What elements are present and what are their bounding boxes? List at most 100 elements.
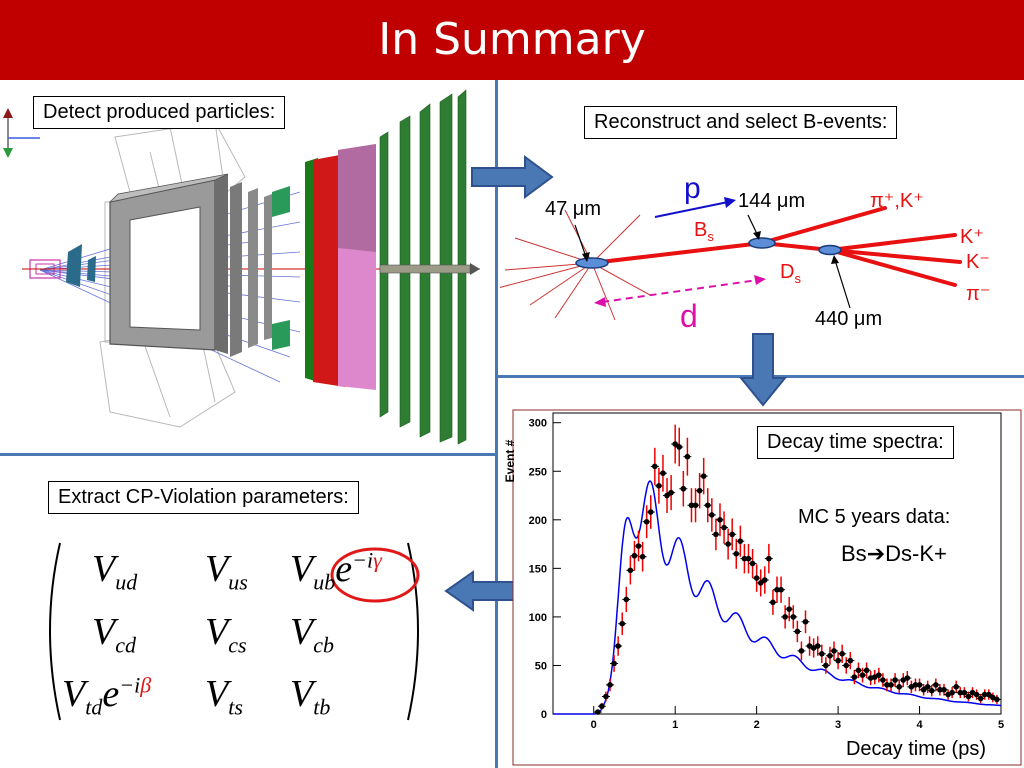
data-point	[819, 651, 825, 657]
dist-47-label: 47 μm	[545, 198, 601, 220]
data-point	[896, 684, 902, 690]
ckm-symbol: V	[62, 673, 86, 715]
data-point	[774, 586, 780, 593]
data-point	[965, 693, 972, 700]
d-label: d	[680, 298, 698, 334]
ckm-entry: Vcd	[92, 610, 136, 659]
ckm-subscript: ub	[313, 569, 336, 595]
ds-label: Ds	[780, 261, 801, 286]
data-point	[782, 614, 788, 620]
arrow-down	[738, 333, 788, 407]
ds-sub: s	[794, 271, 801, 286]
data-point	[729, 531, 735, 538]
detect-label: Detect produced particles:	[43, 101, 276, 123]
data-point	[920, 686, 927, 693]
ckm-subscript: ts	[228, 694, 243, 720]
mc-data-label: MC 5 years data:	[798, 506, 951, 528]
data-point	[631, 552, 638, 559]
data-point	[916, 682, 923, 688]
ckm-subscript: cd	[115, 632, 136, 658]
bs-label: Bs	[694, 219, 714, 244]
particle-label-k-plus: K⁺	[960, 226, 984, 248]
data-point	[847, 657, 854, 664]
x-axis-label: Decay time (ps)	[846, 738, 986, 760]
decay-sketch	[500, 197, 962, 321]
detector-illustration	[3, 89, 480, 445]
data-point	[835, 657, 841, 664]
data-point	[876, 672, 882, 678]
y-tick-label: 200	[529, 515, 547, 527]
data-point	[859, 672, 866, 678]
y-tick-label: 100	[529, 612, 547, 624]
extract-label: Extract CP-Violation parameters:	[58, 486, 349, 508]
spectrum-label-box: Decay time spectra:	[757, 426, 954, 459]
particle-label-pi-plus-k-plus: π⁺,K⁺	[870, 190, 924, 212]
data-point	[709, 512, 715, 518]
data-point	[957, 689, 964, 696]
ckm-entry: Vtde−iβ	[62, 672, 151, 721]
ckm-symbol: V	[92, 611, 116, 653]
data-point	[949, 689, 955, 696]
data-point	[704, 502, 711, 509]
data-point	[745, 555, 752, 562]
ckm-subscript: us	[228, 569, 248, 595]
x-tick-label: 2	[754, 719, 760, 731]
x-tick-label: 1	[672, 719, 678, 731]
y-tick-label: 50	[535, 660, 547, 672]
x-tick-label: 3	[835, 719, 841, 731]
data-point	[717, 517, 723, 523]
y-tick-label: 150	[529, 563, 547, 575]
y-tick-label: 0	[541, 709, 547, 721]
data-point	[603, 693, 609, 700]
data-point	[941, 686, 947, 693]
ckm-phase-angle: γ	[373, 547, 382, 573]
data-point	[680, 485, 687, 492]
data-point	[749, 560, 756, 567]
data-point	[599, 703, 605, 710]
data-point	[611, 660, 617, 667]
ckm-entry: Vus	[205, 547, 248, 596]
data-point	[985, 691, 992, 698]
vertical-divider	[495, 80, 498, 768]
reconstruct-label-box: Reconstruct and select B-events:	[584, 106, 898, 139]
ckm-symbol: V	[92, 548, 116, 590]
arrow-left	[444, 570, 517, 612]
data-point	[761, 577, 768, 583]
plot-area	[552, 412, 1002, 715]
data-point	[725, 541, 731, 547]
x-tick-label: 5	[998, 719, 1004, 731]
data-point	[961, 689, 968, 696]
y-tick-label: 300	[529, 418, 547, 430]
x-tick-label: 0	[591, 719, 597, 731]
data-point	[786, 606, 793, 612]
data-point	[607, 682, 613, 688]
data-point	[595, 709, 601, 715]
data-point	[652, 463, 658, 470]
data-point	[814, 643, 821, 649]
data-point	[802, 618, 809, 625]
data-point	[863, 667, 870, 674]
ckm-phase-exp: e	[335, 548, 353, 590]
particle-label-k-minus: K⁻	[966, 251, 990, 273]
data-point	[937, 686, 943, 693]
ckm-symbol: V	[205, 548, 229, 590]
ckm-entry: Vts	[205, 672, 243, 721]
data-point	[672, 441, 678, 447]
data-point	[713, 531, 719, 538]
data-point	[924, 684, 931, 690]
data-point	[933, 682, 939, 688]
ckm-subscript: tb	[313, 694, 331, 720]
ckm-entry: Vube−iγ	[290, 547, 382, 596]
left-horizontal-divider	[0, 453, 497, 456]
ckm-entry: Vtb	[290, 672, 330, 721]
data-point	[615, 643, 621, 649]
chart-frame	[512, 409, 1022, 766]
data-point	[904, 675, 911, 681]
data-point	[643, 518, 650, 525]
data-point	[831, 648, 837, 654]
ckm-symbol: V	[205, 673, 229, 715]
decay-mode-label: Bs➔Ds-K+	[841, 541, 947, 567]
ckm-matrix	[49, 542, 420, 721]
data-point	[668, 489, 674, 496]
